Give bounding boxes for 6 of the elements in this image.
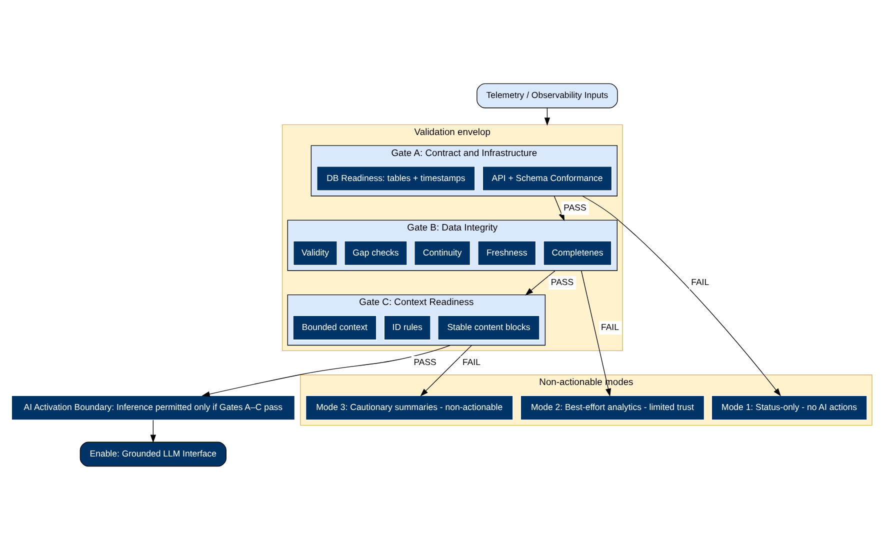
edge-label: PASS xyxy=(550,277,574,288)
edge-label: FAIL xyxy=(691,277,710,288)
edge-label: FAIL xyxy=(462,357,480,368)
edge-label: PASS xyxy=(414,357,436,368)
edge-label: PASS xyxy=(564,202,586,212)
edge-label: FAIL xyxy=(601,322,619,332)
